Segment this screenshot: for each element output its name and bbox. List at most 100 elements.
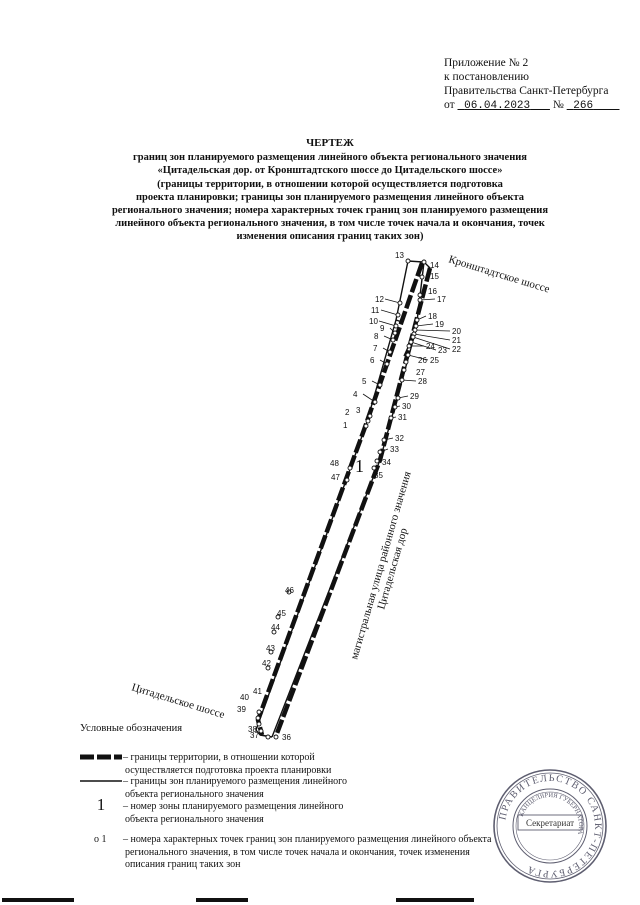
point-label-45: 45 xyxy=(277,609,286,618)
point-label-38: 38 xyxy=(248,725,257,734)
point-label-36: 36 xyxy=(282,733,291,742)
point-label-17: 17 xyxy=(437,295,446,304)
point-marker-48 xyxy=(347,465,353,471)
point-marker-27 xyxy=(401,367,407,373)
title-line-5: регионального значения; номера характерн… xyxy=(111,205,549,217)
annex-block: Приложение № 2 к постановлению Правитель… xyxy=(444,56,620,113)
point-marker-33 xyxy=(377,449,383,455)
point-label-26: 26 xyxy=(418,356,427,365)
point-label-40: 40 xyxy=(240,693,249,702)
point-marker-37 xyxy=(265,734,271,740)
legend-symbols xyxy=(80,754,122,782)
point-label-1: 1 xyxy=(343,421,348,430)
point-leader-11 xyxy=(380,309,399,316)
point-label-31: 31 xyxy=(398,413,407,422)
legend-item3-line1: – номер зоны планируемого размещения лин… xyxy=(123,801,344,812)
point-marker-3 xyxy=(367,413,373,419)
official-stamp xyxy=(493,769,607,883)
point-marker-13 xyxy=(405,258,411,264)
road-label-main-2: магистральная улица районного значения xyxy=(348,470,413,661)
point-label-30: 30 xyxy=(402,402,411,411)
point-label-47: 47 xyxy=(331,473,340,482)
point-marker-20 xyxy=(412,327,418,333)
annex-line-1: Приложение № 2 xyxy=(444,57,529,69)
point-label-13: 13 xyxy=(395,251,404,260)
annex-line-3: Правительства Санкт-Петербурга xyxy=(444,85,609,97)
point-marker-25 xyxy=(405,352,411,358)
point-marker-15 xyxy=(419,274,425,280)
point-label-25: 25 xyxy=(430,356,439,365)
point-label-27: 27 xyxy=(416,368,425,377)
point-leader-17 xyxy=(419,298,436,301)
point-label-44: 44 xyxy=(271,623,280,632)
stamp-center-text: Секретариат xyxy=(526,818,574,828)
point-label-19: 19 xyxy=(435,320,444,329)
point-leader-25 xyxy=(407,354,429,361)
point-leader-10 xyxy=(378,320,397,327)
annex-date: 06.04.2023 xyxy=(464,100,531,112)
point-label-42: 42 xyxy=(262,659,271,668)
point-marker-14 xyxy=(421,259,427,265)
point-label-35: 35 xyxy=(374,471,383,480)
point-marker-28 xyxy=(399,377,405,383)
legend-item3-line2: объекта регионального значения xyxy=(125,813,264,825)
point-marker-31 xyxy=(388,415,394,421)
point-marker-30 xyxy=(392,404,398,410)
point-label-39: 39 xyxy=(237,705,246,714)
point-label-32: 32 xyxy=(395,434,404,443)
point-marker-2 xyxy=(365,418,371,424)
number-prefix: № xyxy=(552,99,564,111)
point-marker-18 xyxy=(414,317,420,323)
point-label-12: 12 xyxy=(375,295,384,304)
legend-item4-line3: описания границ таких зон xyxy=(125,859,241,870)
point-leader-20 xyxy=(414,329,451,332)
point-marker-12 xyxy=(397,300,403,306)
legend-item2-line2: объекта регионального значения xyxy=(125,788,264,800)
title-line-2: «Цитадельская дор. от Кронштадтского шос… xyxy=(157,165,503,177)
point-label-18: 18 xyxy=(428,312,437,321)
legend-item2-line1: – границы зон планируемого размещения ли… xyxy=(123,776,348,787)
point-label-14: 14 xyxy=(430,261,439,270)
point-marker-8 xyxy=(390,337,396,343)
legend-point-symbol: о 1 xyxy=(94,834,107,845)
point-marker-10 xyxy=(393,323,399,329)
legend-item1-line1: – границы территории, в отношении которо… xyxy=(123,752,315,763)
title-line-1: границ зон планируемого размещения линей… xyxy=(132,152,527,164)
point-marker-36 xyxy=(273,734,279,740)
point-marker-4 xyxy=(372,399,378,405)
point-label-41: 41 xyxy=(253,687,262,696)
point-marker-9 xyxy=(392,330,398,336)
point-marker-7 xyxy=(387,349,393,355)
point-marker-19 xyxy=(413,323,419,329)
point-label-20: 20 xyxy=(452,327,461,336)
point-marker-5 xyxy=(377,382,383,388)
point-label-46: 46 xyxy=(285,586,294,595)
point-label-48: 48 xyxy=(330,459,339,468)
point-label-15: 15 xyxy=(430,272,439,281)
point-label-29: 29 xyxy=(410,392,419,401)
point-label-37: 37 xyxy=(250,731,259,740)
point-marker-34 xyxy=(374,458,380,464)
title-line-3: (границы территории, в отношении которой… xyxy=(157,178,503,190)
point-label-43: 43 xyxy=(266,644,275,653)
legend-zone-number-symbol: 1 xyxy=(96,795,106,814)
point-label-6: 6 xyxy=(370,356,375,365)
zone-number: 1 xyxy=(355,456,364,476)
legend-heading: Условные обозначения xyxy=(80,723,183,734)
point-label-8: 8 xyxy=(374,332,379,341)
point-leader-21 xyxy=(413,333,451,341)
annex-line-2: к постановлению xyxy=(444,71,529,83)
point-leader-19 xyxy=(415,323,434,327)
point-leader-22 xyxy=(412,336,451,350)
point-label-4: 4 xyxy=(353,390,358,399)
legend-item1-line2: осуществляется подготовка проекта планир… xyxy=(125,764,332,776)
point-label-9: 9 xyxy=(380,324,385,333)
point-label-24: 24 xyxy=(426,342,435,351)
title-line-7: изменения описания границ таких зон) xyxy=(236,231,424,243)
point-marker-40 xyxy=(255,715,261,721)
point-label-22: 22 xyxy=(452,345,461,354)
road-label-kronshtadtskoe: Кронштадтское шоссе xyxy=(447,253,551,295)
point-marker-47 xyxy=(344,477,350,483)
legend-item4-line2: регионального значения, в том числе точе… xyxy=(125,846,470,858)
point-marker-42 xyxy=(265,665,271,671)
